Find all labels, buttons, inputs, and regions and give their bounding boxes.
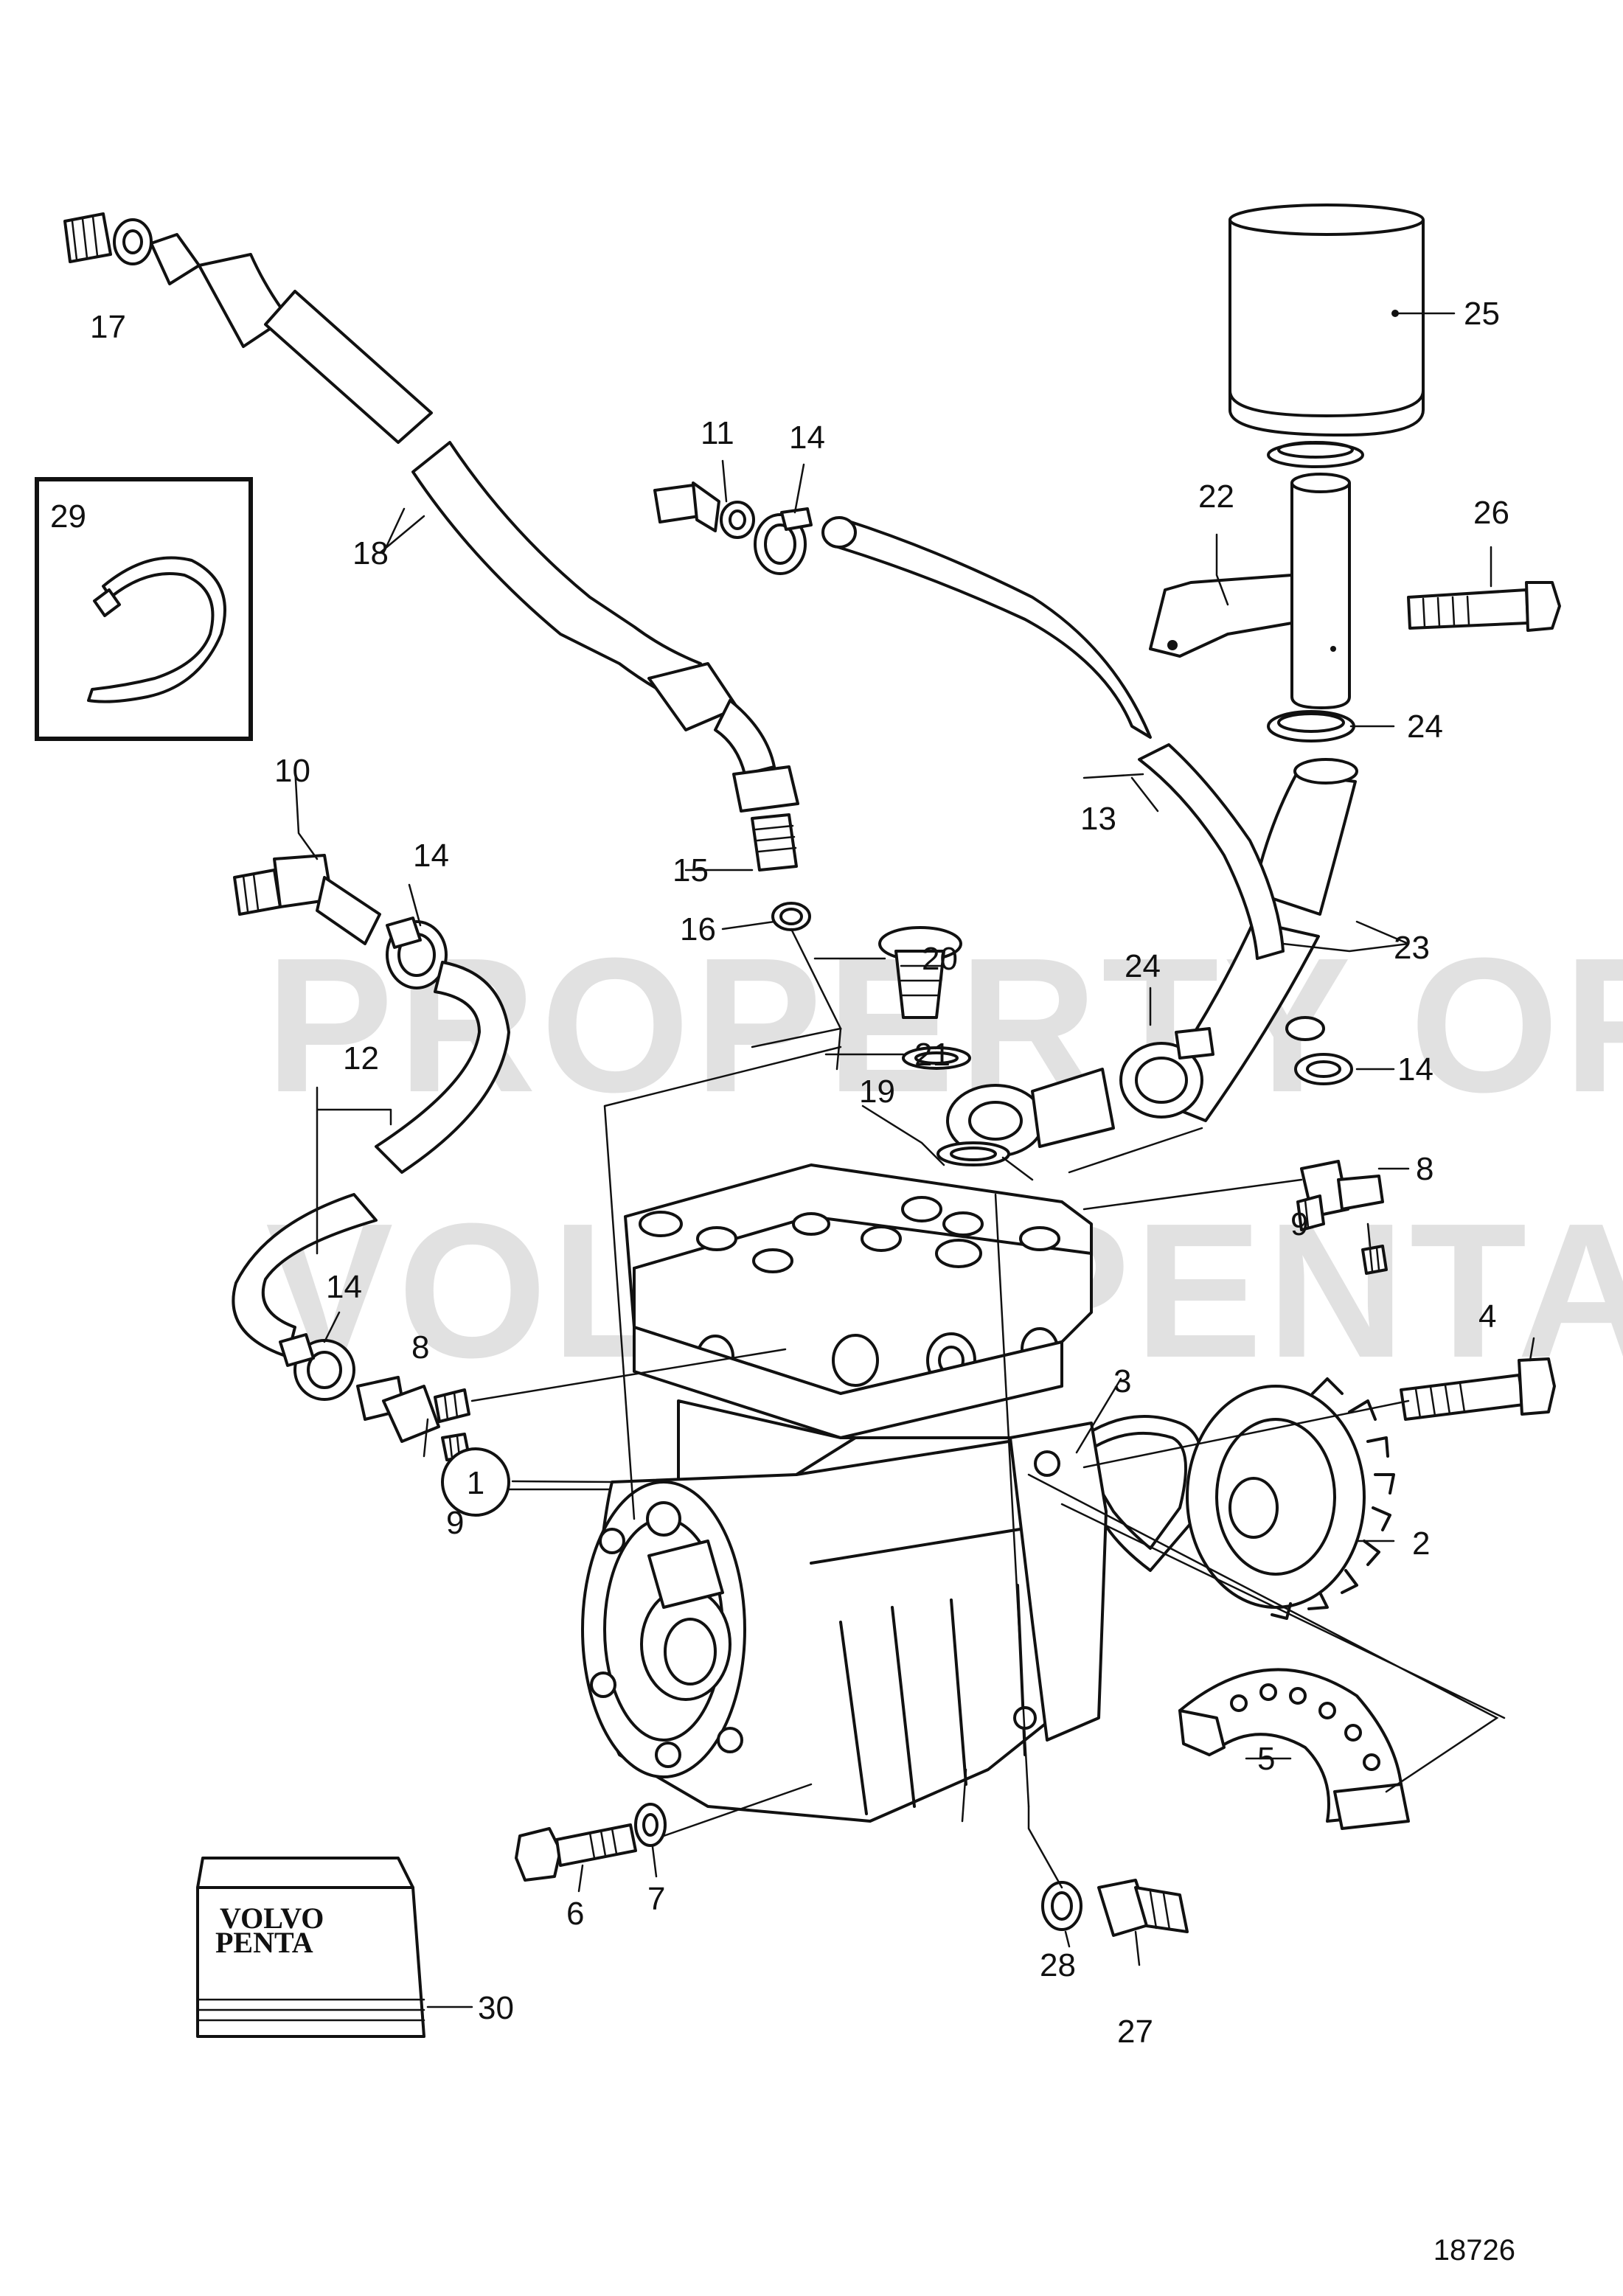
callout-14-left-top: 14 <box>413 838 449 874</box>
hose-clamp-24-upper <box>1267 710 1355 742</box>
manual-book: VOLVO PENTA <box>196 1857 425 2038</box>
callout-14-top: 14 <box>789 420 825 456</box>
callout-14-left-bottom: 14 <box>326 1269 362 1305</box>
callout-27: 27 <box>1117 2014 1153 2050</box>
callout-26: 26 <box>1473 495 1509 531</box>
callout-1: 1 <box>441 1447 510 1517</box>
callout-25: 25 <box>1464 296 1500 332</box>
callout-29: 29 <box>50 498 86 535</box>
bolt-4 <box>1400 1357 1556 1421</box>
washer-21 <box>902 1046 971 1070</box>
callout-17: 17 <box>90 309 126 345</box>
hose-clamp-14-right <box>1285 1016 1353 1085</box>
callout-4: 4 <box>1478 1298 1496 1335</box>
air-filter <box>1228 203 1425 436</box>
callout-13: 13 <box>1080 801 1116 837</box>
callout-19: 19 <box>859 1074 895 1110</box>
callout-28: 28 <box>1040 1947 1076 1983</box>
callout-10: 10 <box>274 753 310 789</box>
banjo-bolt-20 <box>878 926 962 1019</box>
hose-clamp-14-top <box>754 507 813 575</box>
leader-lines <box>293 312 1535 2008</box>
compressor-assembly <box>581 1163 1108 1823</box>
seal-ring-16 <box>771 902 811 931</box>
hose-clamp-14-left-bottom <box>279 1333 355 1401</box>
filter-hose-clamp <box>1267 441 1364 468</box>
callout-23: 23 <box>1394 930 1430 966</box>
fitting-15 <box>751 813 798 872</box>
cable-tie-box <box>35 477 253 741</box>
fitting-11 <box>653 481 755 539</box>
callout-6: 6 <box>566 1896 584 1932</box>
bolt-26 <box>1407 581 1561 632</box>
callout-9-right: 9 <box>1290 1206 1308 1242</box>
callout-24-upper: 24 <box>1407 709 1443 745</box>
diagram-id: 18726 <box>1433 2234 1515 2267</box>
callout-15: 15 <box>673 852 709 888</box>
banjo-fitting <box>946 1068 1115 1158</box>
callout-labels: 2 3 4 5 6 7 8 8 9 9 10 11 12 13 14 14 14… <box>50 296 1509 2050</box>
filter-tube <box>1290 473 1351 709</box>
callout-3: 3 <box>1113 1363 1131 1399</box>
hose-clamp-24-lower <box>1119 1027 1214 1119</box>
support-bracket-5 <box>1178 1668 1410 1830</box>
hose-clamp-14-left-top <box>386 916 448 989</box>
washer-19 <box>936 1141 1010 1166</box>
fitting-8-left <box>356 1376 470 1443</box>
hose-13 <box>821 516 1285 960</box>
callout-11: 11 <box>701 415 734 451</box>
callout-16: 16 <box>680 911 716 947</box>
bolt-6 <box>515 1823 637 1882</box>
callout-18: 18 <box>352 535 389 571</box>
elbow-10 <box>233 854 381 945</box>
callout-30: 30 <box>478 1990 514 2026</box>
callout-2: 2 <box>1412 1526 1430 1562</box>
callout-8-right: 8 <box>1416 1151 1433 1187</box>
callout-5: 5 <box>1257 1741 1275 1777</box>
fitting-8-right <box>1296 1160 1384 1231</box>
svg-text:1: 1 <box>467 1465 484 1501</box>
drive-gear-2 <box>1186 1377 1395 1620</box>
callout-24-lower: 24 <box>1125 948 1161 984</box>
plug-9-right <box>1361 1245 1388 1275</box>
callout-9-left: 9 <box>446 1505 464 1541</box>
washer-28 <box>1041 1881 1082 1931</box>
plug-27 <box>1097 1879 1189 1937</box>
callout-20: 20 <box>922 941 958 977</box>
callout-22: 22 <box>1198 479 1234 515</box>
callout-12: 12 <box>343 1040 379 1076</box>
callout-8-left: 8 <box>411 1329 429 1366</box>
callout-7: 7 <box>647 1881 665 1917</box>
washer-7 <box>634 1803 667 1847</box>
callout-21: 21 <box>914 1037 950 1073</box>
hose-18 <box>198 253 799 813</box>
callout-14-right: 14 <box>1397 1051 1433 1088</box>
manual-brand-line2: PENTA <box>215 1926 313 1959</box>
manual-brand-line1: VOLVO <box>220 1902 324 1935</box>
fitting-17 <box>63 212 201 285</box>
